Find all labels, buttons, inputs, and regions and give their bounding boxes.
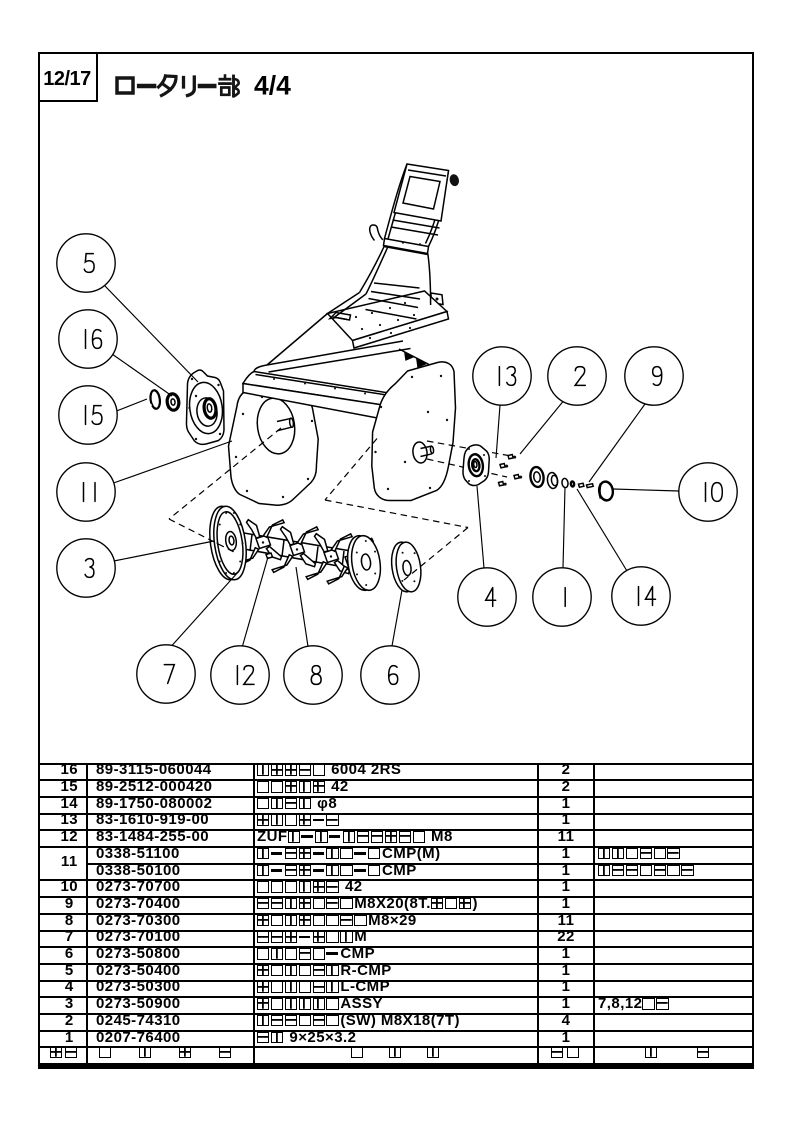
svg-text:4/4: 4/4	[254, 71, 291, 101]
